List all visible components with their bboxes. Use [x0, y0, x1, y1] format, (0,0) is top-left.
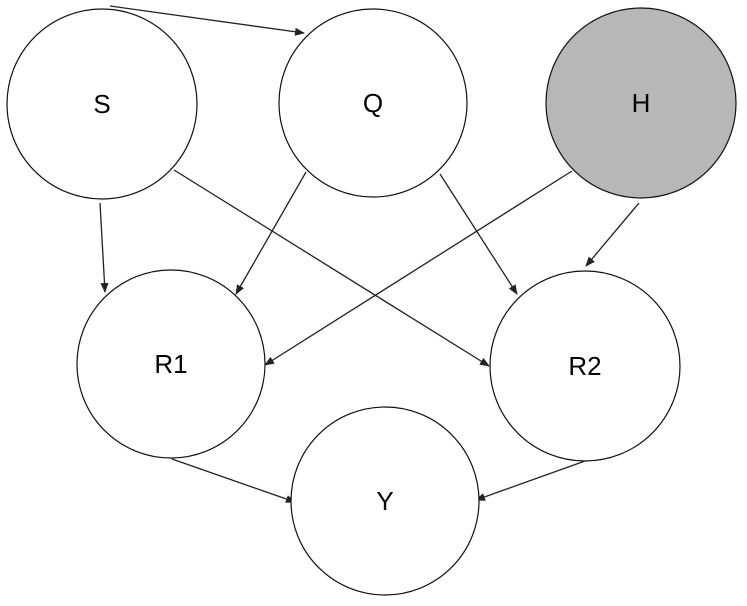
- node-q-circle: [278, 8, 468, 198]
- edge-q-r2: [439, 173, 518, 295]
- node-h: H: [545, 7, 737, 199]
- node-s-circle: [6, 8, 198, 200]
- edge-h-r1: [264, 170, 573, 366]
- edge-s-q: [109, 5, 305, 36]
- node-r2-label: R2: [568, 351, 601, 381]
- node-r1-label: R1: [154, 349, 187, 379]
- node-y: Y: [290, 406, 480, 596]
- node-h-circle: [545, 7, 737, 199]
- node-s-label: S: [93, 89, 110, 119]
- edge-s-r1: [99, 202, 109, 293]
- edges-layer: [99, 5, 640, 503]
- edge-h-r2: [585, 202, 640, 267]
- node-r1-circle: [76, 269, 266, 459]
- node-r2-circle: [489, 270, 681, 462]
- edge-q-r1: [235, 171, 307, 295]
- node-y-circle: [290, 406, 480, 596]
- nodes-layer: S Q H R1 R2 Y: [6, 7, 737, 596]
- node-r1: R1: [76, 269, 266, 459]
- node-s: S: [6, 8, 198, 200]
- node-q: Q: [278, 8, 468, 198]
- edge-s-r2: [173, 169, 490, 367]
- node-r2: R2: [489, 270, 681, 462]
- node-y-label: Y: [376, 486, 393, 516]
- edge-r1-y: [171, 458, 296, 503]
- node-h-label: H: [632, 88, 651, 118]
- node-q-label: Q: [363, 88, 383, 118]
- edge-r2-y: [475, 460, 586, 501]
